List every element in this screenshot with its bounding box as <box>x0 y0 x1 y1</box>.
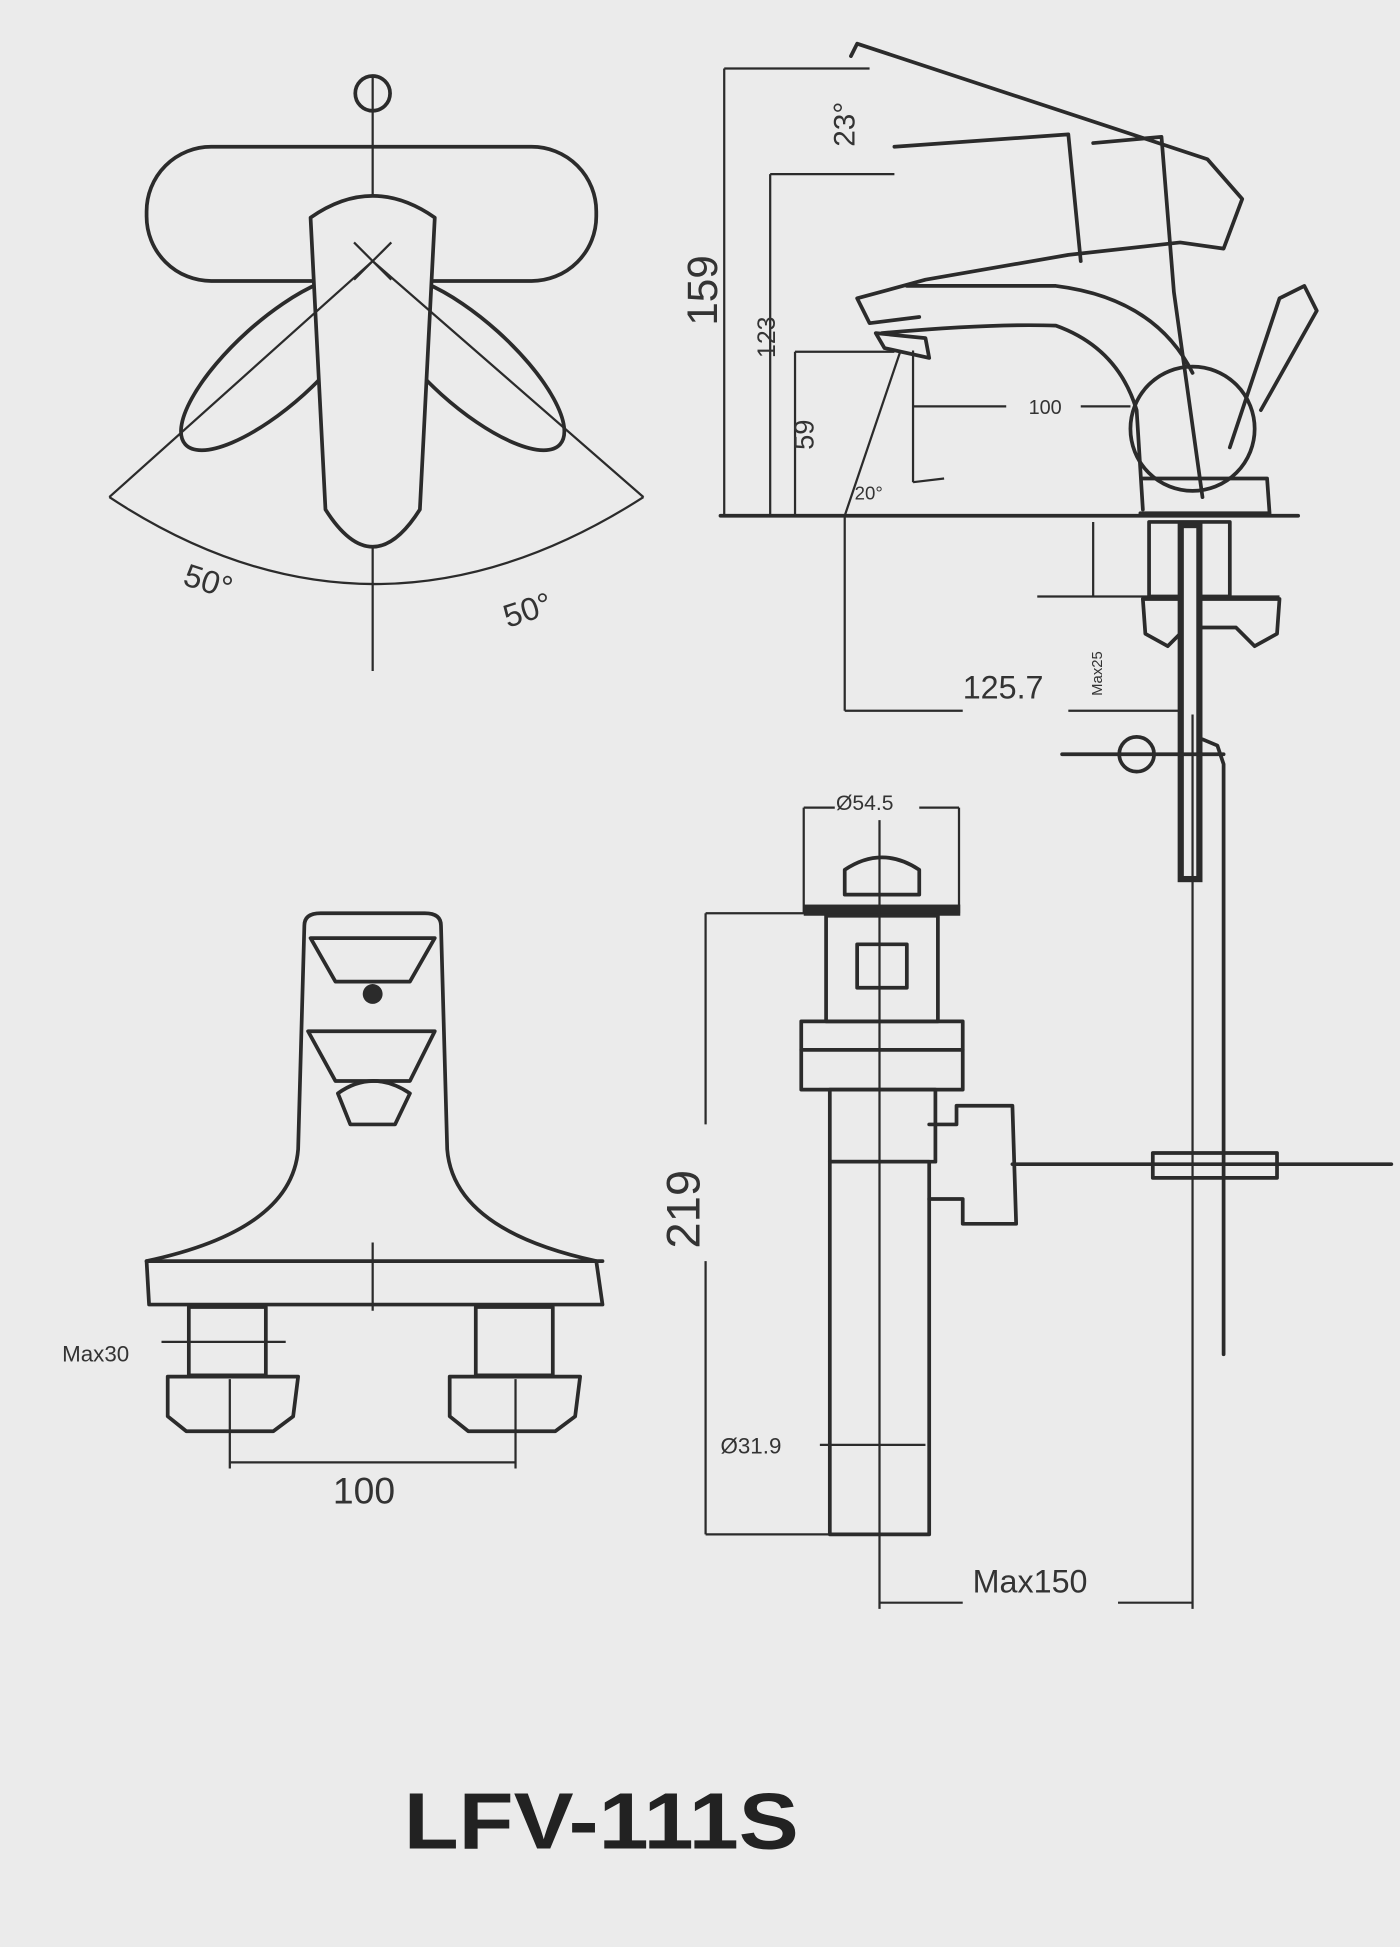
top-view: 50° 50° <box>108 74 645 672</box>
rod-distance-label: Max150 <box>973 1564 1088 1600</box>
height-total-label: 159 <box>679 255 726 325</box>
height-outlet-label: 59 <box>789 420 820 450</box>
knob-icon <box>353 74 392 113</box>
angle-right-label: 50° <box>499 585 557 634</box>
drain-view: Ø54.5 219 Ø31.9 Max150 <box>657 714 1394 1609</box>
flange-diameter-label: Ø54.5 <box>836 792 894 815</box>
drain-offset-label: 125.7 <box>963 669 1044 705</box>
side-view: 159 123 59 23° 100 20° 125.7 Max25 <box>679 41 1319 1357</box>
front-deck-thickness-label: Max30 <box>62 1342 129 1367</box>
handle-angle-label: 23° <box>829 102 862 147</box>
outlet-angle-label: 20° <box>855 483 883 504</box>
tube-diameter-label: Ø31.9 <box>720 1434 781 1459</box>
spout-reach-label: 100 <box>1029 397 1062 419</box>
front-view: Max30 100 <box>62 911 605 1511</box>
center-spacing-label: 100 <box>333 1469 395 1511</box>
angle-left-label: 50° <box>179 557 237 606</box>
height-spout-label: 123 <box>754 317 781 358</box>
deck-thickness-label: Max25 <box>1090 651 1106 696</box>
drain-height-label: 219 <box>657 1170 710 1249</box>
model-title: LFV-111S <box>404 1777 799 1866</box>
